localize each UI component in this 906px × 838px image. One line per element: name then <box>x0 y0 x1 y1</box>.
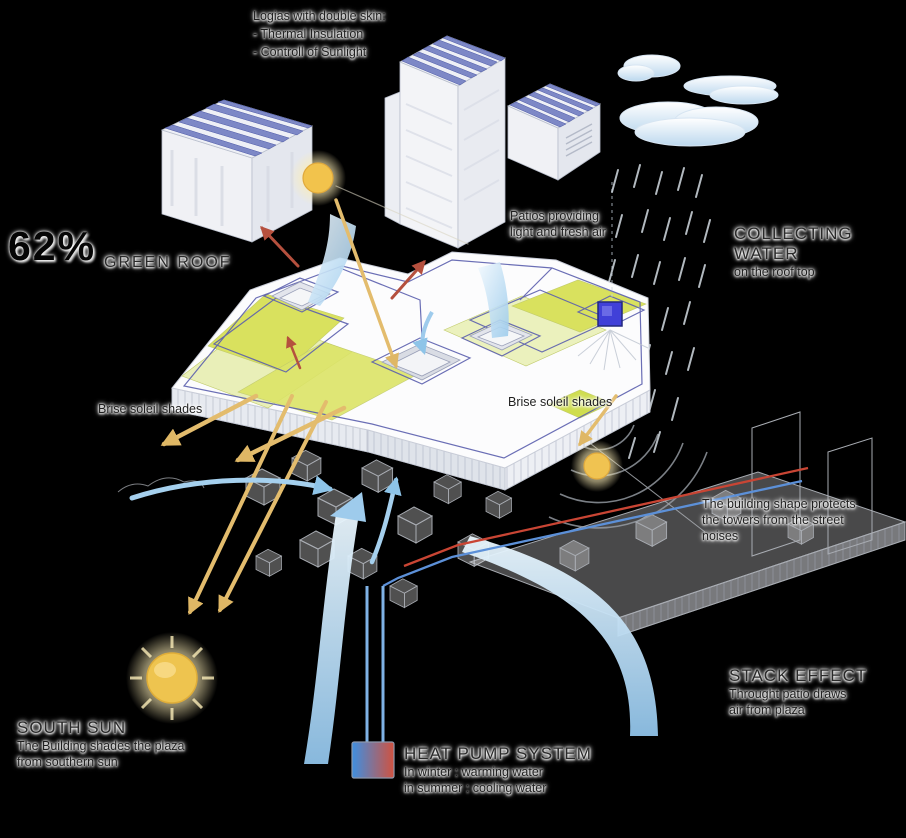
stack-line2: air from plaza <box>729 703 805 717</box>
heat-pump-line1: In winter : warming water <box>404 765 543 779</box>
south-sun-title: SOUTH SUN <box>17 718 127 737</box>
fresh-air-swooshes <box>308 214 509 356</box>
heat-pump-unit-icon <box>351 741 395 779</box>
stack-line1: Throught patio draws <box>729 687 847 701</box>
collecting-title1: COLLECTING <box>734 224 853 243</box>
noise-line1: The building shape protects <box>702 497 856 511</box>
logias-title: Logias with double skin: <box>253 9 386 23</box>
heat-pump-pipes <box>365 586 385 742</box>
stack-swooshes <box>304 492 658 764</box>
green-roof-title: GREEN ROOF <box>104 254 232 271</box>
plaza-air-arrows <box>129 475 402 565</box>
roof-plan <box>171 182 651 491</box>
heat-pump-loop <box>365 466 809 742</box>
logias-line2: - Controll of Sunlight <box>253 45 367 59</box>
tower-building <box>384 35 506 249</box>
brise-soleil-left-label: Brise soleil shades <box>98 402 203 416</box>
patio-courtyards <box>271 281 533 381</box>
top-sun-icon <box>290 150 346 206</box>
sun-ray-arrows <box>160 185 618 616</box>
solar-panel-roof-icon <box>509 83 601 128</box>
green-roof-percentage: 62% <box>8 223 97 269</box>
small-building <box>507 83 601 181</box>
noise-protection-label: The building shape protects the towers f… <box>702 496 856 544</box>
noise-line3: noises <box>702 529 739 543</box>
stack-effect-label: STACK EFFECT Throught patio draws air fr… <box>729 666 867 718</box>
heat-exhaust-arrows <box>260 225 426 370</box>
collecting-water-label: COLLECTING WATER on the roof top <box>734 224 853 280</box>
left-building <box>160 99 314 243</box>
louver-vent-icon <box>565 123 593 157</box>
logias-label: Logias with double skin: - Thermal Insul… <box>253 8 386 60</box>
south-sun-line1: The Building shades the plaza <box>17 739 185 753</box>
collecting-sub: on the roof top <box>734 265 815 279</box>
heat-pump-line2: in summer : cooling water <box>404 781 547 795</box>
patios-label: Patios providing light and fresh air <box>510 208 606 240</box>
collecting-title2: WATER <box>734 244 799 263</box>
noise-line2: the towers from the street <box>702 513 844 527</box>
patios-line2: light and fresh air <box>510 225 606 239</box>
heat-pump-title: HEAT PUMP SYSTEM <box>404 744 592 763</box>
water-tank-icon <box>577 182 649 371</box>
logias-line1: - Thermal Insulation <box>253 27 364 41</box>
solar-panel-roof-icon <box>164 99 313 157</box>
solar-panel-roof-icon <box>401 35 506 86</box>
stack-title: STACK EFFECT <box>729 666 868 685</box>
right-sun-icon <box>571 440 623 492</box>
water-spray-icon <box>577 329 649 371</box>
brise-soleil-right-label: Brise soleil shades <box>508 395 613 409</box>
heat-pump-label: HEAT PUMP SYSTEM In winter : warming wat… <box>404 744 592 796</box>
south-sun-icon <box>126 632 218 724</box>
green-roof-patches <box>181 279 647 421</box>
rain-cloud-icon <box>617 54 779 147</box>
south-sun-label: SOUTH SUN The Building shades the plaza … <box>17 718 184 770</box>
patios-line1: Patios providing <box>510 209 599 223</box>
roof-slab-edge <box>171 387 651 491</box>
south-sun-line2: from southern sun <box>17 755 118 769</box>
